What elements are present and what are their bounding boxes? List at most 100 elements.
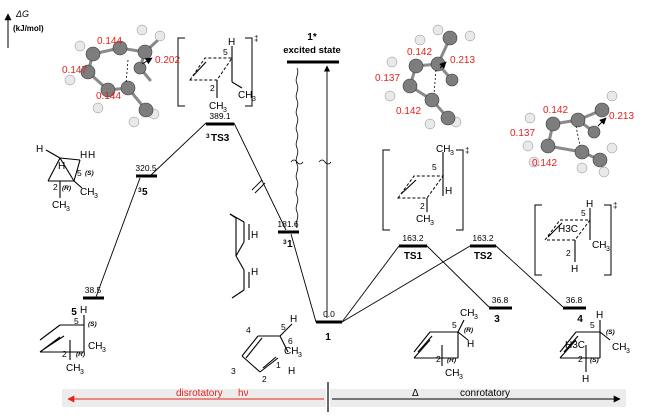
svg-text:(S): (S) [590, 357, 599, 364]
ts2-distance-2: 0.213 [609, 111, 634, 122]
level-4-energy: 36.8 [566, 295, 583, 305]
structure-3: CH 3 5 (R) H 2 (R) CH 3 [413, 308, 478, 381]
level-3-ts3-energy: 389.1 [209, 111, 231, 121]
svg-text:(R): (R) [464, 327, 473, 334]
svg-text:H: H [467, 339, 474, 350]
decay-wave [295, 67, 299, 229]
delta-symbol: Δ [412, 388, 419, 399]
structure-diene-3-1: H H [229, 213, 258, 299]
energy-axis: ΔG (kJ/mol) [4, 9, 44, 48]
svg-text:3: 3 [138, 187, 142, 194]
svg-text:2: 2 [62, 349, 67, 359]
svg-text:6: 6 [288, 336, 293, 346]
svg-text:5: 5 [77, 168, 82, 178]
level-5-name: 5 [71, 307, 77, 318]
level-3-name: 3 [494, 314, 500, 325]
svg-text:(R): (R) [62, 185, 71, 192]
svg-text:CH: CH [80, 187, 94, 198]
svg-text:2: 2 [436, 354, 441, 364]
connector-lines [95, 122, 564, 323]
excited-state-label: excited state [283, 45, 341, 56]
svg-text:CH: CH [436, 144, 450, 155]
ts3-distance-2: 0.147 [62, 65, 87, 76]
levels: 38.5 5 320.5 3 5 389.1 3 TS3 181.6 3 1 0… [71, 111, 586, 343]
svg-text:H: H [582, 374, 589, 385]
model-ts3: 0.144 0.147 0.202 0.144 [62, 24, 180, 128]
svg-text:3: 3 [430, 220, 434, 227]
svg-text:3: 3 [231, 366, 236, 376]
svg-text:H: H [596, 310, 603, 321]
svg-text:2: 2 [210, 83, 215, 93]
svg-text:3: 3 [66, 206, 70, 213]
disrotatory-label: disrotatory [176, 388, 223, 399]
svg-text:CH: CH [66, 363, 80, 374]
model-ts2: 0.142 0.213 0.137 0.142 [510, 90, 634, 178]
svg-text:H3C: H3C [558, 224, 578, 235]
disrotatory-band [62, 389, 326, 407]
svg-text:H: H [586, 199, 593, 210]
axis-unit: (kJ/mol) [13, 24, 44, 33]
level-3-5-energy: 320.5 [135, 163, 157, 173]
svg-text:(S): (S) [606, 329, 615, 336]
ts1-distance-3: 0.137 [375, 73, 400, 84]
svg-text:3: 3 [626, 348, 630, 355]
svg-text:CH: CH [416, 214, 430, 225]
svg-text:5: 5 [590, 320, 595, 330]
svg-text:CH: CH [88, 341, 102, 352]
svg-text:3: 3 [80, 369, 84, 376]
svg-text:CH: CH [284, 346, 298, 357]
svg-text:5: 5 [281, 322, 286, 332]
level-1-name: 1 [325, 332, 331, 343]
level-ts2-name: TS2 [474, 251, 493, 262]
svg-text:(R): (R) [447, 357, 456, 364]
ts3-distance-3: 0.202 [155, 55, 180, 66]
svg-text:H: H [290, 314, 297, 325]
svg-text:CH: CH [445, 368, 459, 379]
bottom-bar: disrotatory hν Δ conrotatory [62, 382, 626, 412]
svg-text:CH: CH [592, 240, 606, 251]
svg-text:5: 5 [74, 316, 79, 326]
svg-text:3: 3 [102, 347, 106, 354]
svg-text:CH: CH [612, 342, 626, 353]
svg-text:2: 2 [420, 201, 425, 211]
conrotatory-label: conrotatory [460, 388, 510, 399]
level-3-1-name: 1 [287, 239, 293, 250]
conrotatory-band [330, 389, 626, 407]
ts3-distance-4: 0.144 [96, 91, 121, 102]
svg-text:3: 3 [298, 352, 302, 359]
svg-text:4: 4 [246, 325, 251, 335]
level-3-ts3-name: TS3 [211, 133, 230, 144]
svg-text:H: H [228, 37, 235, 48]
svg-text:3: 3 [283, 239, 287, 246]
svg-text:1: 1 [276, 360, 281, 370]
structure-ts3: ‡ H 5 2 CH 3 CH 3 [177, 34, 258, 114]
svg-text:‡: ‡ [613, 201, 617, 210]
svg-text:3: 3 [459, 374, 463, 381]
ts2-distance-1: 0.142 [543, 105, 568, 116]
svg-text:H: H [36, 144, 43, 155]
ts1-distance-4: 0.142 [396, 106, 421, 117]
ts1-distance-2: 0.213 [450, 55, 475, 66]
svg-text:(S): (S) [85, 170, 94, 177]
svg-text:2: 2 [53, 182, 58, 192]
level-3-energy: 36.8 [492, 295, 509, 305]
svg-text:H: H [571, 264, 578, 275]
svg-text:CH: CH [52, 200, 66, 211]
excited-state: 1* excited state [283, 32, 341, 318]
ts1-distance-1: 0.142 [407, 47, 432, 58]
hv-symbol: hν [238, 388, 249, 399]
svg-text:(R): (R) [76, 351, 85, 358]
level-ts1-name: TS1 [404, 251, 423, 262]
svg-text:2: 2 [262, 374, 267, 384]
axis-label: ΔG [15, 9, 29, 19]
svg-text:H: H [251, 267, 258, 278]
svg-text:H: H [251, 230, 258, 241]
svg-text:3: 3 [474, 314, 478, 321]
ts2-distance-4: 0.142 [532, 158, 557, 169]
svg-text:H: H [88, 150, 95, 161]
svg-text:2: 2 [578, 354, 583, 364]
level-3-1-energy: 181.6 [277, 219, 299, 229]
svg-text:2: 2 [566, 248, 571, 258]
svg-text:3: 3 [252, 96, 256, 103]
svg-text:5: 5 [452, 320, 457, 330]
